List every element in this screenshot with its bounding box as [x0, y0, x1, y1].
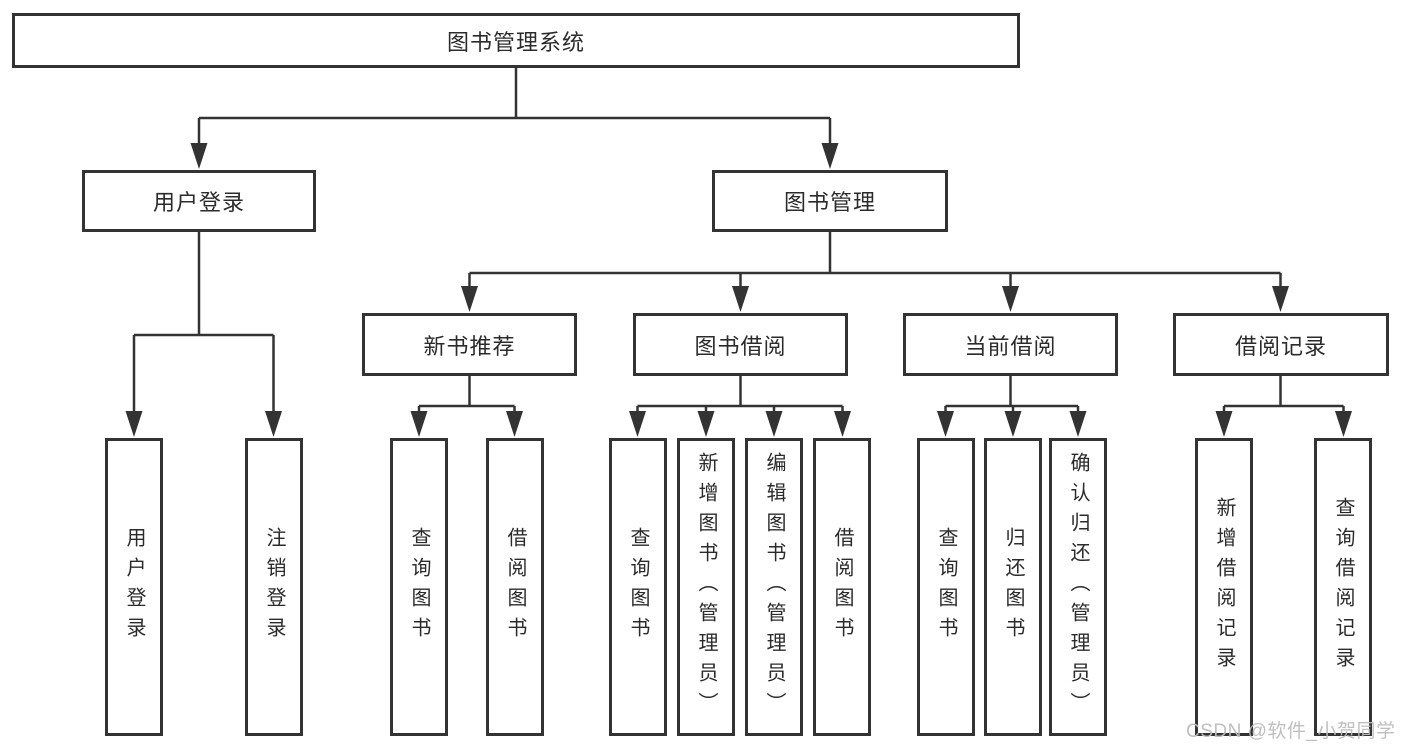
node-current-borrow: 当前借阅 [903, 313, 1118, 376]
node-leaf-cb-return: 归还图书 [984, 438, 1042, 736]
node-leaf-cb-query-label: 查询图书 [935, 527, 957, 647]
node-book-borrow: 图书借阅 [633, 313, 848, 376]
node-borrow-record-label: 借阅记录 [1234, 333, 1327, 359]
connector-user-login-children [125, 232, 282, 437]
connector-book-mgmt-children [461, 232, 1289, 312]
arrowhead-down-icon [125, 411, 143, 437]
node-leaf-bb-query-label: 查询图书 [627, 527, 649, 647]
node-leaf-br-query: 查询借阅记录 [1314, 438, 1372, 736]
node-leaf-logout-label: 注销登录 [263, 527, 285, 647]
arrowhead-down-icon [1272, 286, 1289, 312]
arrowhead-down-icon [937, 411, 954, 437]
node-user-login: 用户登录 [82, 170, 316, 232]
node-leaf-nb-query-label: 查询图书 [408, 527, 430, 647]
node-leaf-nb-query: 查询图书 [390, 438, 448, 736]
node-leaf-bb-add: 新增图书（管理员） [677, 438, 735, 736]
node-leaf-cb-return-label: 归还图书 [1002, 527, 1024, 647]
arrowhead-down-icon [821, 143, 839, 169]
node-leaf-cb-confirm-label: 确认归还（管理员） [1067, 452, 1089, 722]
node-root-label: 图书管理系统 [446, 29, 585, 55]
csdn-watermark: CSDN @软件_小贺同学 [1186, 721, 1396, 742]
node-leaf-bb-query: 查询图书 [609, 438, 667, 736]
node-leaf-br-add: 新增借阅记录 [1195, 438, 1253, 736]
node-leaf-user-login: 用户登录 [105, 438, 163, 736]
node-new-book-label: 新书推荐 [423, 333, 516, 359]
node-root: 图书管理系统 [12, 13, 1020, 68]
node-leaf-nb-borrow: 借阅图书 [486, 438, 544, 736]
arrowhead-down-icon [765, 411, 783, 437]
node-leaf-bb-borrow: 借阅图书 [813, 438, 871, 736]
connector-new-book-children [410, 376, 523, 437]
arrowhead-down-icon [1215, 411, 1233, 437]
arrowhead-down-icon [410, 411, 428, 437]
node-user-login-label: 用户登录 [152, 190, 245, 215]
node-leaf-user-login-label: 用户登录 [123, 527, 145, 647]
arrowhead-down-icon [506, 411, 523, 437]
node-leaf-cb-confirm: 确认归还（管理员） [1049, 438, 1107, 736]
arrowhead-down-icon [1004, 411, 1022, 437]
arrowhead-down-icon [461, 286, 478, 312]
node-leaf-br-query-label: 查询借阅记录 [1332, 497, 1354, 677]
arrowhead-down-icon [190, 143, 208, 169]
connector-current-borrow-children [937, 376, 1087, 437]
node-leaf-bb-borrow-label: 借阅图书 [831, 527, 853, 647]
arrowhead-down-icon [1069, 411, 1087, 437]
arrowhead-down-icon [629, 411, 646, 437]
node-book-mgmt: 图书管理 [712, 170, 948, 232]
node-leaf-nb-borrow-label: 借阅图书 [504, 527, 526, 647]
node-leaf-logout: 注销登录 [245, 438, 303, 736]
node-leaf-bb-edit: 编辑图书（管理员） [745, 438, 803, 736]
connector-root-children [190, 68, 839, 169]
node-leaf-bb-edit-label: 编辑图书（管理员） [763, 452, 785, 722]
arrowhead-down-icon [265, 411, 282, 437]
arrowhead-down-icon [732, 286, 749, 312]
arrowhead-down-icon [1335, 411, 1352, 437]
arrowhead-down-icon [1002, 286, 1019, 312]
node-leaf-cb-query: 查询图书 [917, 438, 975, 736]
connector-book-borrow-children [629, 376, 851, 437]
node-leaf-bb-add-label: 新增图书（管理员） [695, 452, 717, 722]
node-new-book: 新书推荐 [362, 313, 577, 376]
arrowhead-down-icon [834, 411, 851, 437]
node-borrow-record: 借阅记录 [1173, 313, 1389, 376]
node-book-mgmt-label: 图书管理 [783, 190, 876, 215]
node-book-borrow-label: 图书借阅 [694, 333, 787, 359]
node-leaf-br-add-label: 新增借阅记录 [1213, 497, 1235, 677]
node-current-borrow-label: 当前借阅 [964, 333, 1057, 359]
connector-borrow-record-children [1215, 376, 1352, 437]
arrowhead-down-icon [697, 411, 715, 437]
